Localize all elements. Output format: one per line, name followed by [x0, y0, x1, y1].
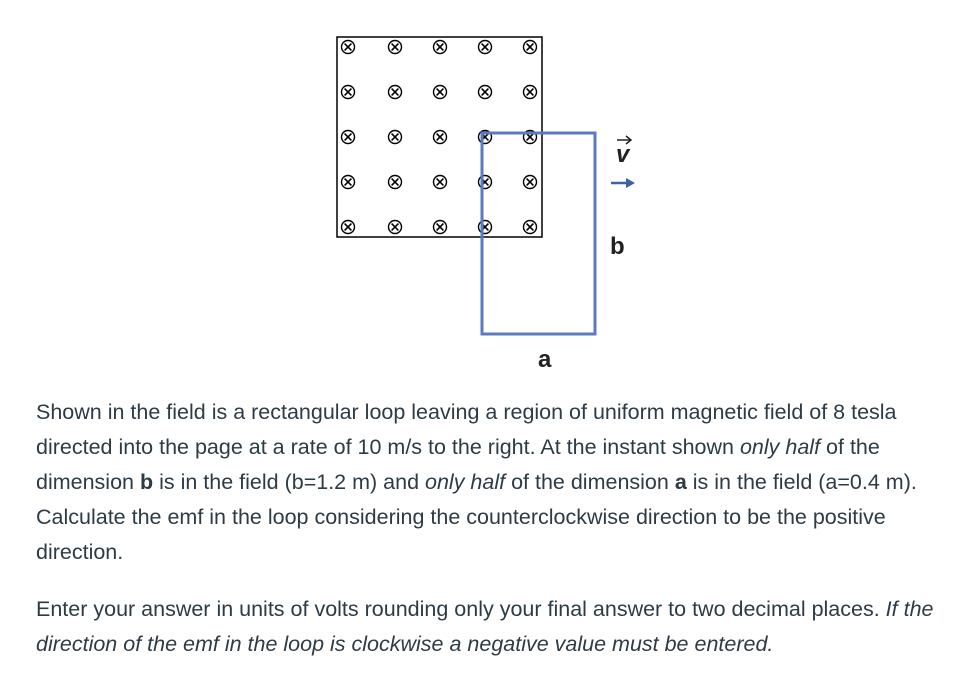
field-into-page-icon — [340, 129, 356, 145]
field-into-page-icon — [432, 129, 448, 145]
field-into-page-icon — [432, 219, 448, 235]
field-into-page-icon — [432, 174, 448, 190]
field-region — [336, 36, 543, 238]
rectangular-loop — [480, 131, 597, 336]
velocity-arrow-icon — [611, 178, 635, 188]
problem-paragraph: Shown in the field is a rectangular loop… — [36, 400, 917, 564]
field-into-page-icon — [387, 219, 403, 235]
field-into-page-icon — [340, 219, 356, 235]
magnetic-field-figure: v b a — [336, 36, 635, 373]
field-into-page-icon — [340, 39, 356, 55]
field-into-page-icon — [477, 174, 493, 190]
field-into-page-icon — [522, 174, 538, 190]
field-into-page-icon — [477, 219, 493, 235]
problem-text: Shown in the field is a rectangular loop… — [36, 395, 941, 662]
field-into-page-icon — [522, 39, 538, 55]
field-into-page-icon — [522, 219, 538, 235]
instructions-paragraph: Enter your answer in units of volts roun… — [36, 597, 934, 656]
field-into-page-icon — [432, 84, 448, 100]
velocity-label: v — [616, 141, 631, 168]
field-into-page-icon — [340, 174, 356, 190]
field-into-page-icon — [387, 84, 403, 100]
dimension-a-label: a — [538, 346, 552, 373]
field-into-page-icon — [477, 84, 493, 100]
field-into-page-icon — [387, 129, 403, 145]
field-into-page-icon — [387, 39, 403, 55]
field-into-page-icon — [522, 84, 538, 100]
field-into-page-icon — [340, 84, 356, 100]
field-into-page-icon — [387, 174, 403, 190]
vector-hat-icon — [617, 135, 633, 145]
field-symbols — [340, 39, 538, 235]
dimension-b-label: b — [610, 233, 625, 260]
field-into-page-icon — [477, 39, 493, 55]
field-into-page-icon — [432, 39, 448, 55]
